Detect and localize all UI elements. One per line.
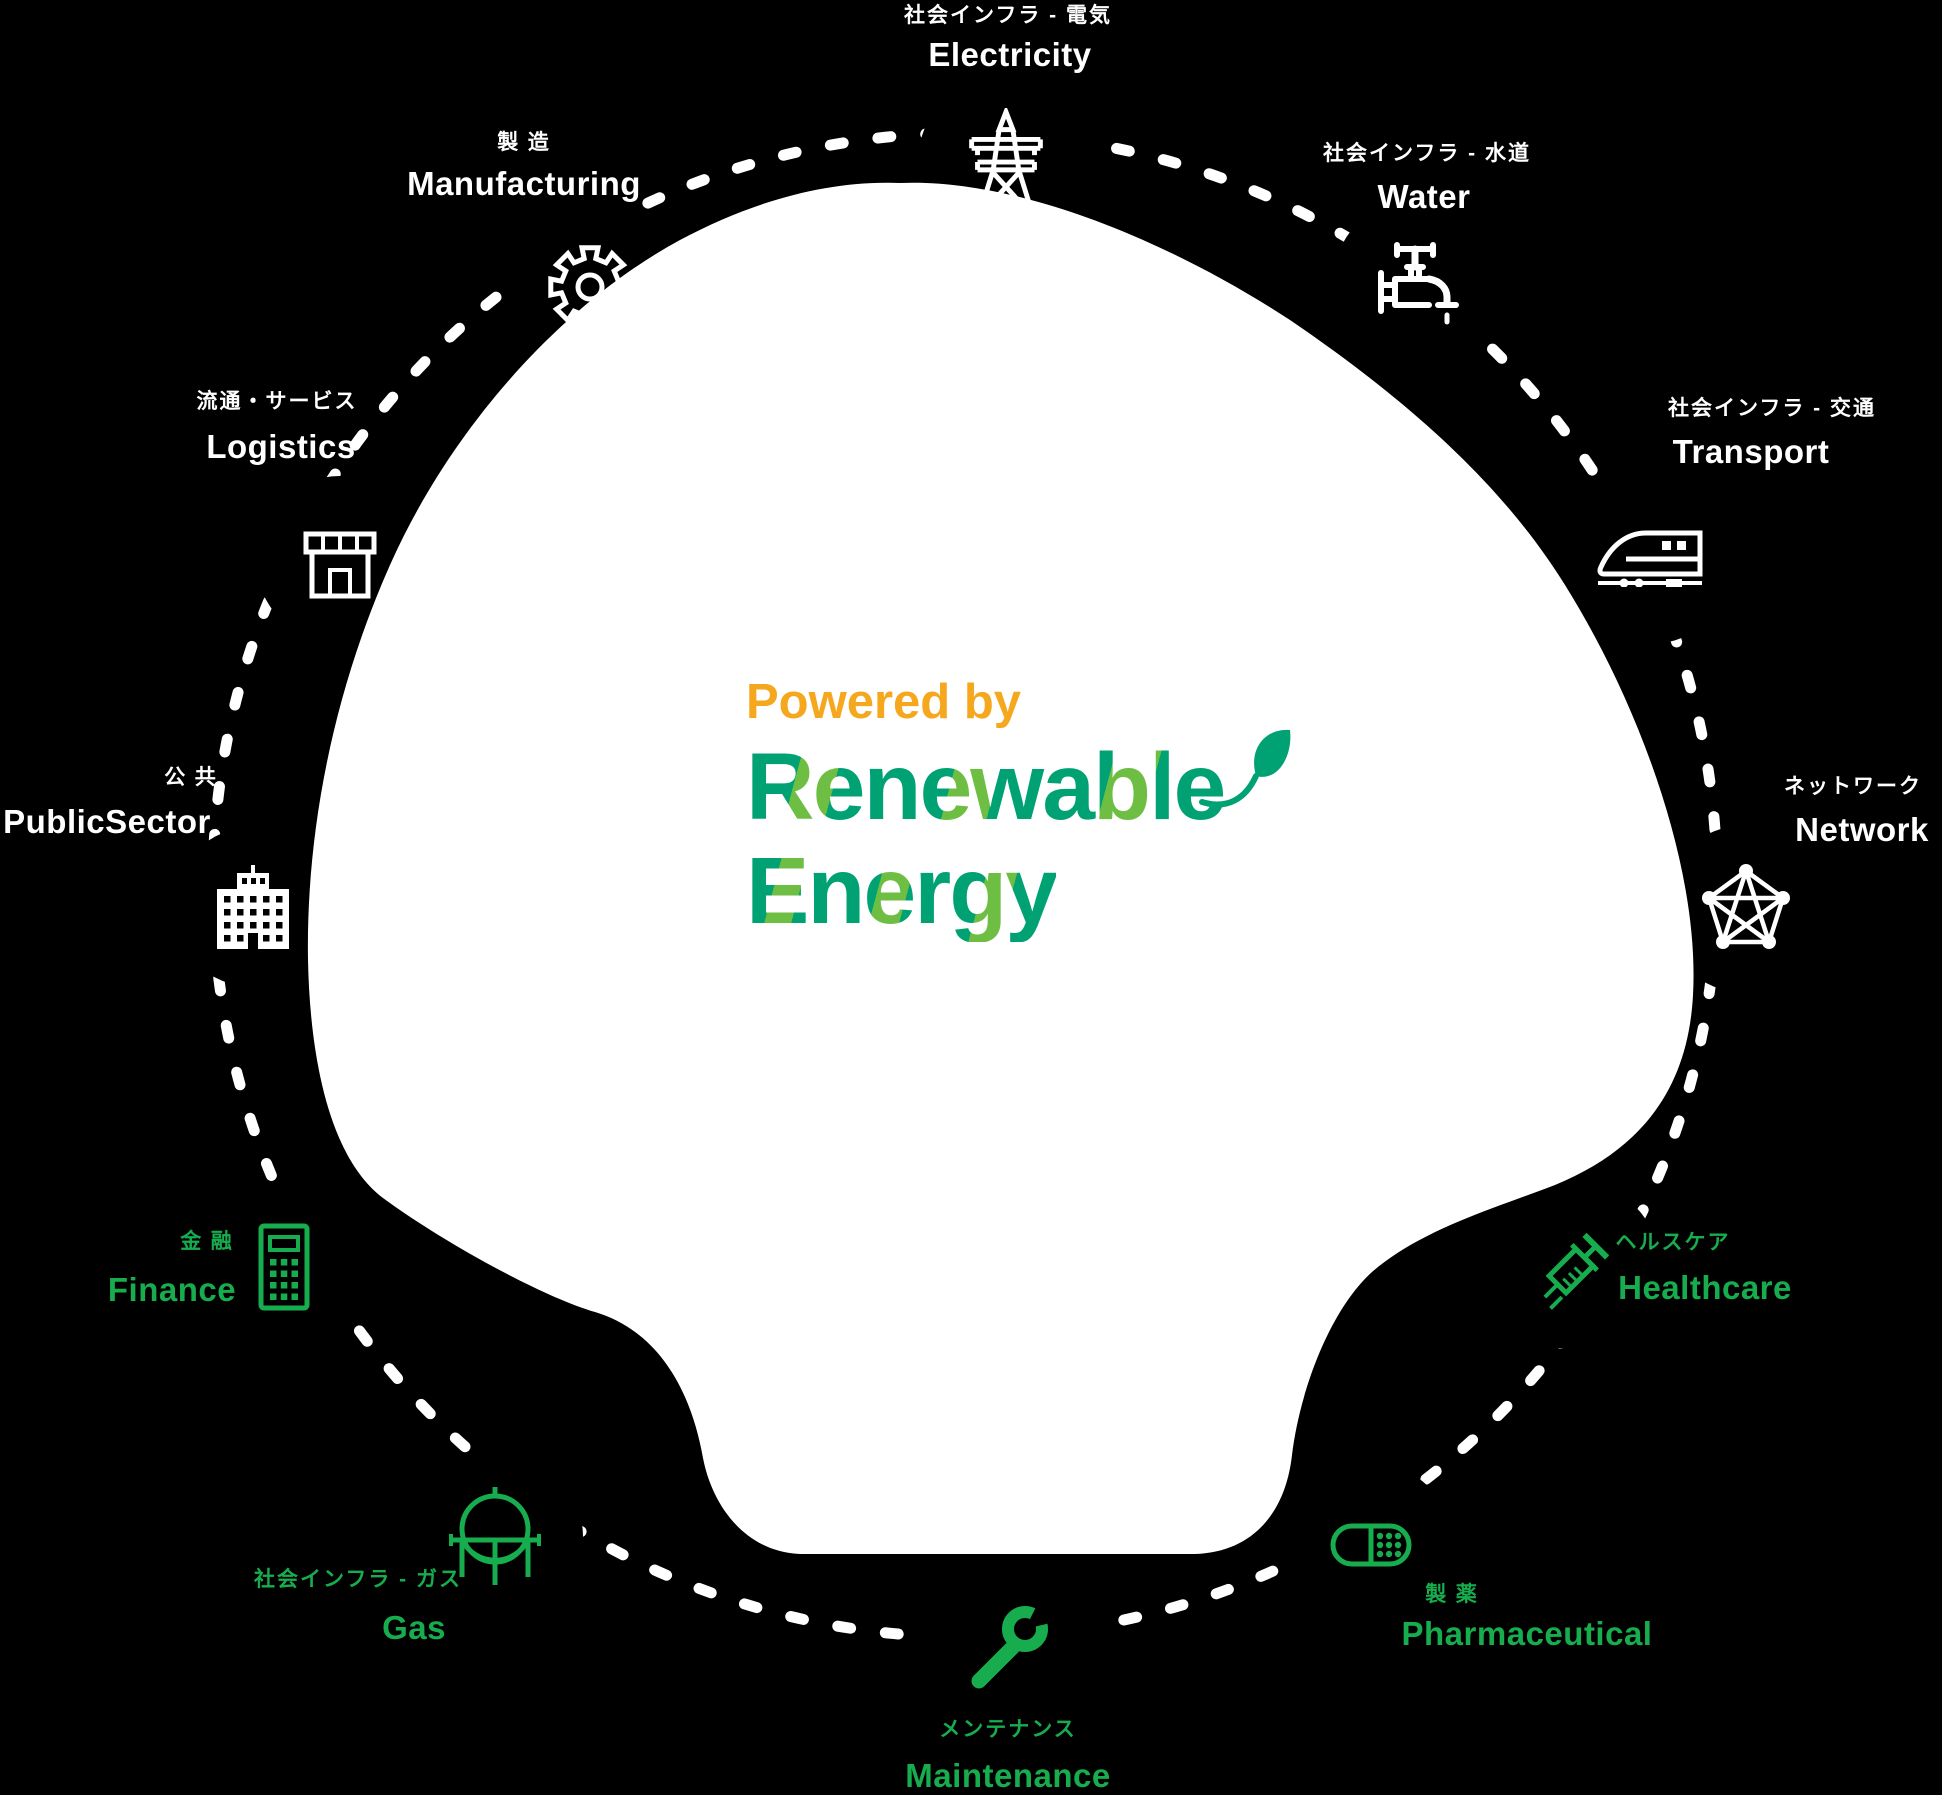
sector-maintenance-jp-label: メンテナンス	[939, 1718, 1077, 1741]
powered-by-text: Powered by	[746, 675, 1022, 729]
gas-holder-icon	[445, 1485, 545, 1589]
sector-electricity-en-label: Electricity	[928, 36, 1092, 73]
sector-water-en-label: Water	[1377, 178, 1471, 215]
sector-electricity-jp-label: 社会インフラ - 電気	[903, 4, 1113, 27]
sector-manufacturing-en-label: Manufacturing	[407, 165, 641, 202]
wrench-icon	[955, 1593, 1059, 1697]
sector-maintenance-en-label: Maintenance	[905, 1757, 1111, 1794]
leaf-icon	[1198, 724, 1294, 816]
sector-logistics-en-label: Logistics	[206, 428, 356, 465]
sector-water-jp-label: 社会インフラ - 水道	[1322, 142, 1532, 165]
government-building-icon	[211, 863, 295, 951]
sector-manufacturing-jp-label: 製造	[497, 131, 559, 154]
sector-network-jp-label: ネットワーク	[1784, 775, 1922, 798]
sector-finance-en-label: Finance	[107, 1271, 237, 1308]
sector-publicsector-en-label: PublicSector	[3, 803, 211, 840]
sector-pharmaceutical-jp-label: 製薬	[1425, 1583, 1487, 1606]
syringe-icon	[1524, 1214, 1628, 1318]
network-mesh-icon	[1696, 858, 1796, 960]
sector-gas-jp-label: 社会インフラ - ガス	[253, 1568, 463, 1591]
storefront-icon	[298, 518, 382, 602]
capsule-icon	[1329, 1517, 1413, 1573]
sector-pharmaceutical-en-label: Pharmaceutical	[1401, 1615, 1653, 1652]
logo-line-renewable: Renewable	[746, 734, 1226, 840]
faucet-icon	[1367, 239, 1463, 327]
sector-gas-en-label: Gas	[382, 1609, 446, 1646]
transmission-tower-icon	[967, 105, 1045, 218]
sector-transport-jp-label: 社会インフラ - 交通	[1667, 397, 1877, 420]
calculator-icon	[258, 1223, 310, 1311]
sector-healthcare-jp-label: ヘルスケア	[1615, 1231, 1731, 1254]
logo-line-energy: Energy	[746, 838, 1058, 944]
gear-icon	[542, 239, 638, 335]
sector-publicsector-jp-label: 公共	[164, 766, 226, 789]
bullet-train-icon	[1596, 529, 1704, 588]
center-blob	[307, 182, 1694, 1554]
sector-logistics-jp-label: 流通・サービス	[196, 390, 358, 413]
sector-network-en-label: Network	[1795, 811, 1929, 848]
sector-transport-en-label: Transport	[1672, 433, 1830, 470]
sector-finance-jp-label: 金融	[180, 1230, 242, 1253]
icon-halos	[173, 74, 1830, 1741]
sector-healthcare-en-label: Healthcare	[1618, 1269, 1792, 1306]
renewable-energy-logo: Powered by Renewable Energy	[746, 675, 1291, 944]
